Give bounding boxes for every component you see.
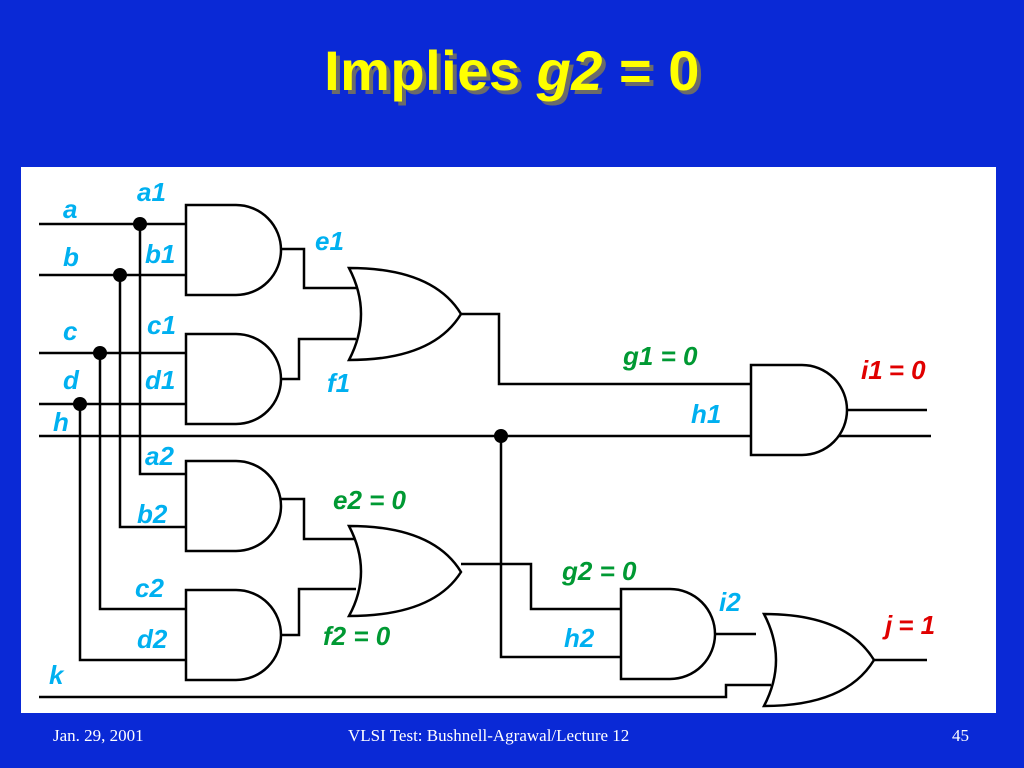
label-i1-value: = 0 — [889, 355, 926, 385]
title-signal: g2 — [536, 39, 603, 102]
label-c2: c2 — [135, 573, 164, 603]
wire-e1 — [281, 247, 356, 290]
and-gate-i2 — [619, 587, 717, 681]
label-g1: g1 = 0 — [622, 341, 698, 371]
label-j-name: j — [882, 610, 893, 640]
wire-g2 — [461, 562, 621, 611]
label-j: j= 1 — [882, 610, 935, 640]
circuit-diagram: a b c d h k a1 b1 c1 d1 a2 b2 c2 d2 e1 f… — [39, 177, 935, 708]
label-c1: c1 — [147, 310, 176, 340]
wire-e2 — [281, 497, 356, 541]
title-main: Implies — [324, 39, 521, 102]
wire-d2 — [78, 404, 186, 662]
label-b: b — [63, 242, 79, 272]
wire-f2 — [281, 587, 356, 637]
or-gate-1 — [346, 266, 463, 362]
wire-g1 — [461, 312, 751, 386]
footer-course: VLSI Test: Bushnell-Agrawal/Lecture 12 — [348, 726, 630, 745]
label-i1-name: i1 — [861, 355, 883, 385]
label-i2: i2 — [719, 587, 741, 617]
footer-page: 45 — [952, 726, 969, 745]
circuit-panel: a b c d h k a1 b1 c1 d1 a2 b2 c2 d2 e1 f… — [21, 167, 996, 713]
label-e1: e1 — [315, 226, 344, 256]
label-d: d — [63, 365, 80, 395]
wire-a2 — [138, 224, 186, 476]
wire-f1 — [281, 337, 356, 381]
and-gate-i1 — [749, 363, 849, 457]
label-b2: b2 — [137, 499, 168, 529]
label-d1: d1 — [145, 365, 175, 395]
or-gate-j — [761, 612, 876, 708]
fanout-dots — [73, 217, 508, 443]
and-gate-3 — [184, 459, 283, 553]
wire-c2 — [98, 353, 186, 611]
wires — [39, 222, 931, 699]
label-h: h — [53, 407, 69, 437]
label-a1: a1 — [137, 177, 166, 207]
label-a2: a2 — [145, 441, 174, 471]
label-j-value: = 1 — [898, 610, 935, 640]
label-b1: b1 — [145, 239, 175, 269]
gates — [184, 203, 876, 708]
label-c: c — [63, 316, 78, 346]
label-h1: h1 — [691, 399, 721, 429]
label-d2: d2 — [137, 624, 168, 654]
label-e2: e2 = 0 — [333, 485, 407, 515]
label-f1: f1 — [327, 368, 350, 398]
wire-b2 — [118, 275, 186, 529]
label-k: k — [49, 660, 65, 690]
or-gate-2 — [346, 524, 463, 618]
slide-title: Implies g2 = 0 — [0, 38, 1024, 103]
label-h2: h2 — [564, 623, 595, 653]
label-g2: g2 = 0 — [561, 556, 637, 586]
wire-k — [39, 683, 771, 699]
title-rest: = 0 — [619, 39, 700, 102]
wire-h2 — [499, 436, 621, 659]
and-gate-1 — [184, 203, 283, 297]
label-a: a — [63, 194, 77, 224]
and-gate-4 — [184, 588, 283, 682]
and-gate-2 — [184, 332, 283, 426]
footer-date: Jan. 29, 2001 — [53, 726, 144, 745]
label-i1: i1= 0 — [861, 355, 926, 385]
label-f2: f2 = 0 — [323, 621, 391, 651]
